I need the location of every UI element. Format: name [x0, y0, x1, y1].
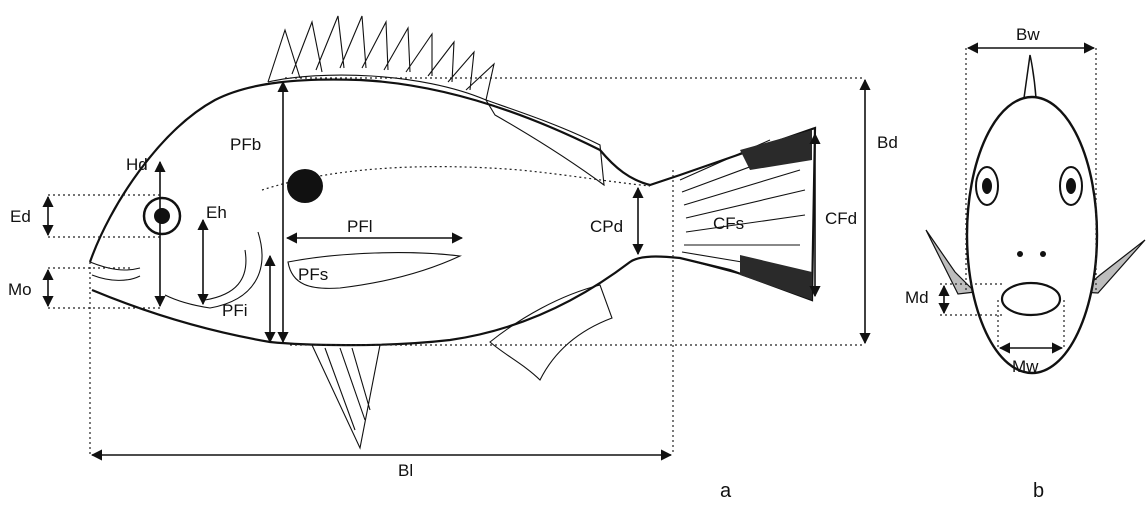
label-cpd: CPd [590, 217, 623, 236]
panel-label-a: a [720, 480, 732, 502]
label-md: Md [905, 288, 929, 307]
label-bd: Bd [877, 133, 898, 152]
pelvic-fin [312, 345, 380, 448]
label-pfs: PFs [298, 265, 328, 284]
black-blotch [287, 169, 323, 203]
left-nostril [1017, 251, 1023, 257]
label-ed: Ed [10, 207, 31, 226]
label-eh: Eh [206, 203, 227, 222]
label-pfl: PFl [347, 217, 373, 236]
label-mo: Mo [8, 280, 32, 299]
caudal-fin-stripes [680, 130, 812, 300]
dorsal-spine [1024, 55, 1036, 98]
lateral-view-figure: Hd Ed Eh Mo PFb PFi PFl PFs CPd CFs CFd … [8, 16, 898, 502]
eye [144, 198, 180, 234]
anal-fin [490, 285, 612, 380]
label-bl: Bl [398, 461, 413, 480]
panel-label-b: b [1033, 480, 1044, 502]
left-eye [976, 167, 998, 205]
body-outline [90, 80, 815, 346]
mouth [90, 262, 140, 280]
frontal-view-figure: Bw Md Mw b [905, 25, 1145, 502]
dorsal-fin [268, 16, 604, 185]
right-eye [1060, 167, 1082, 205]
right-nostril [1040, 251, 1046, 257]
operculum [165, 232, 262, 308]
frontal-body [967, 97, 1097, 373]
label-hd: Hd [126, 155, 148, 174]
label-cfs: CFs [713, 214, 744, 233]
label-pfi: PFi [222, 301, 248, 320]
label-mw: Mw [1012, 357, 1039, 376]
frontal-mouth [1002, 283, 1060, 315]
label-pfb: PFb [230, 135, 261, 154]
label-bw: Bw [1016, 25, 1040, 44]
label-cfd: CFd [825, 209, 857, 228]
